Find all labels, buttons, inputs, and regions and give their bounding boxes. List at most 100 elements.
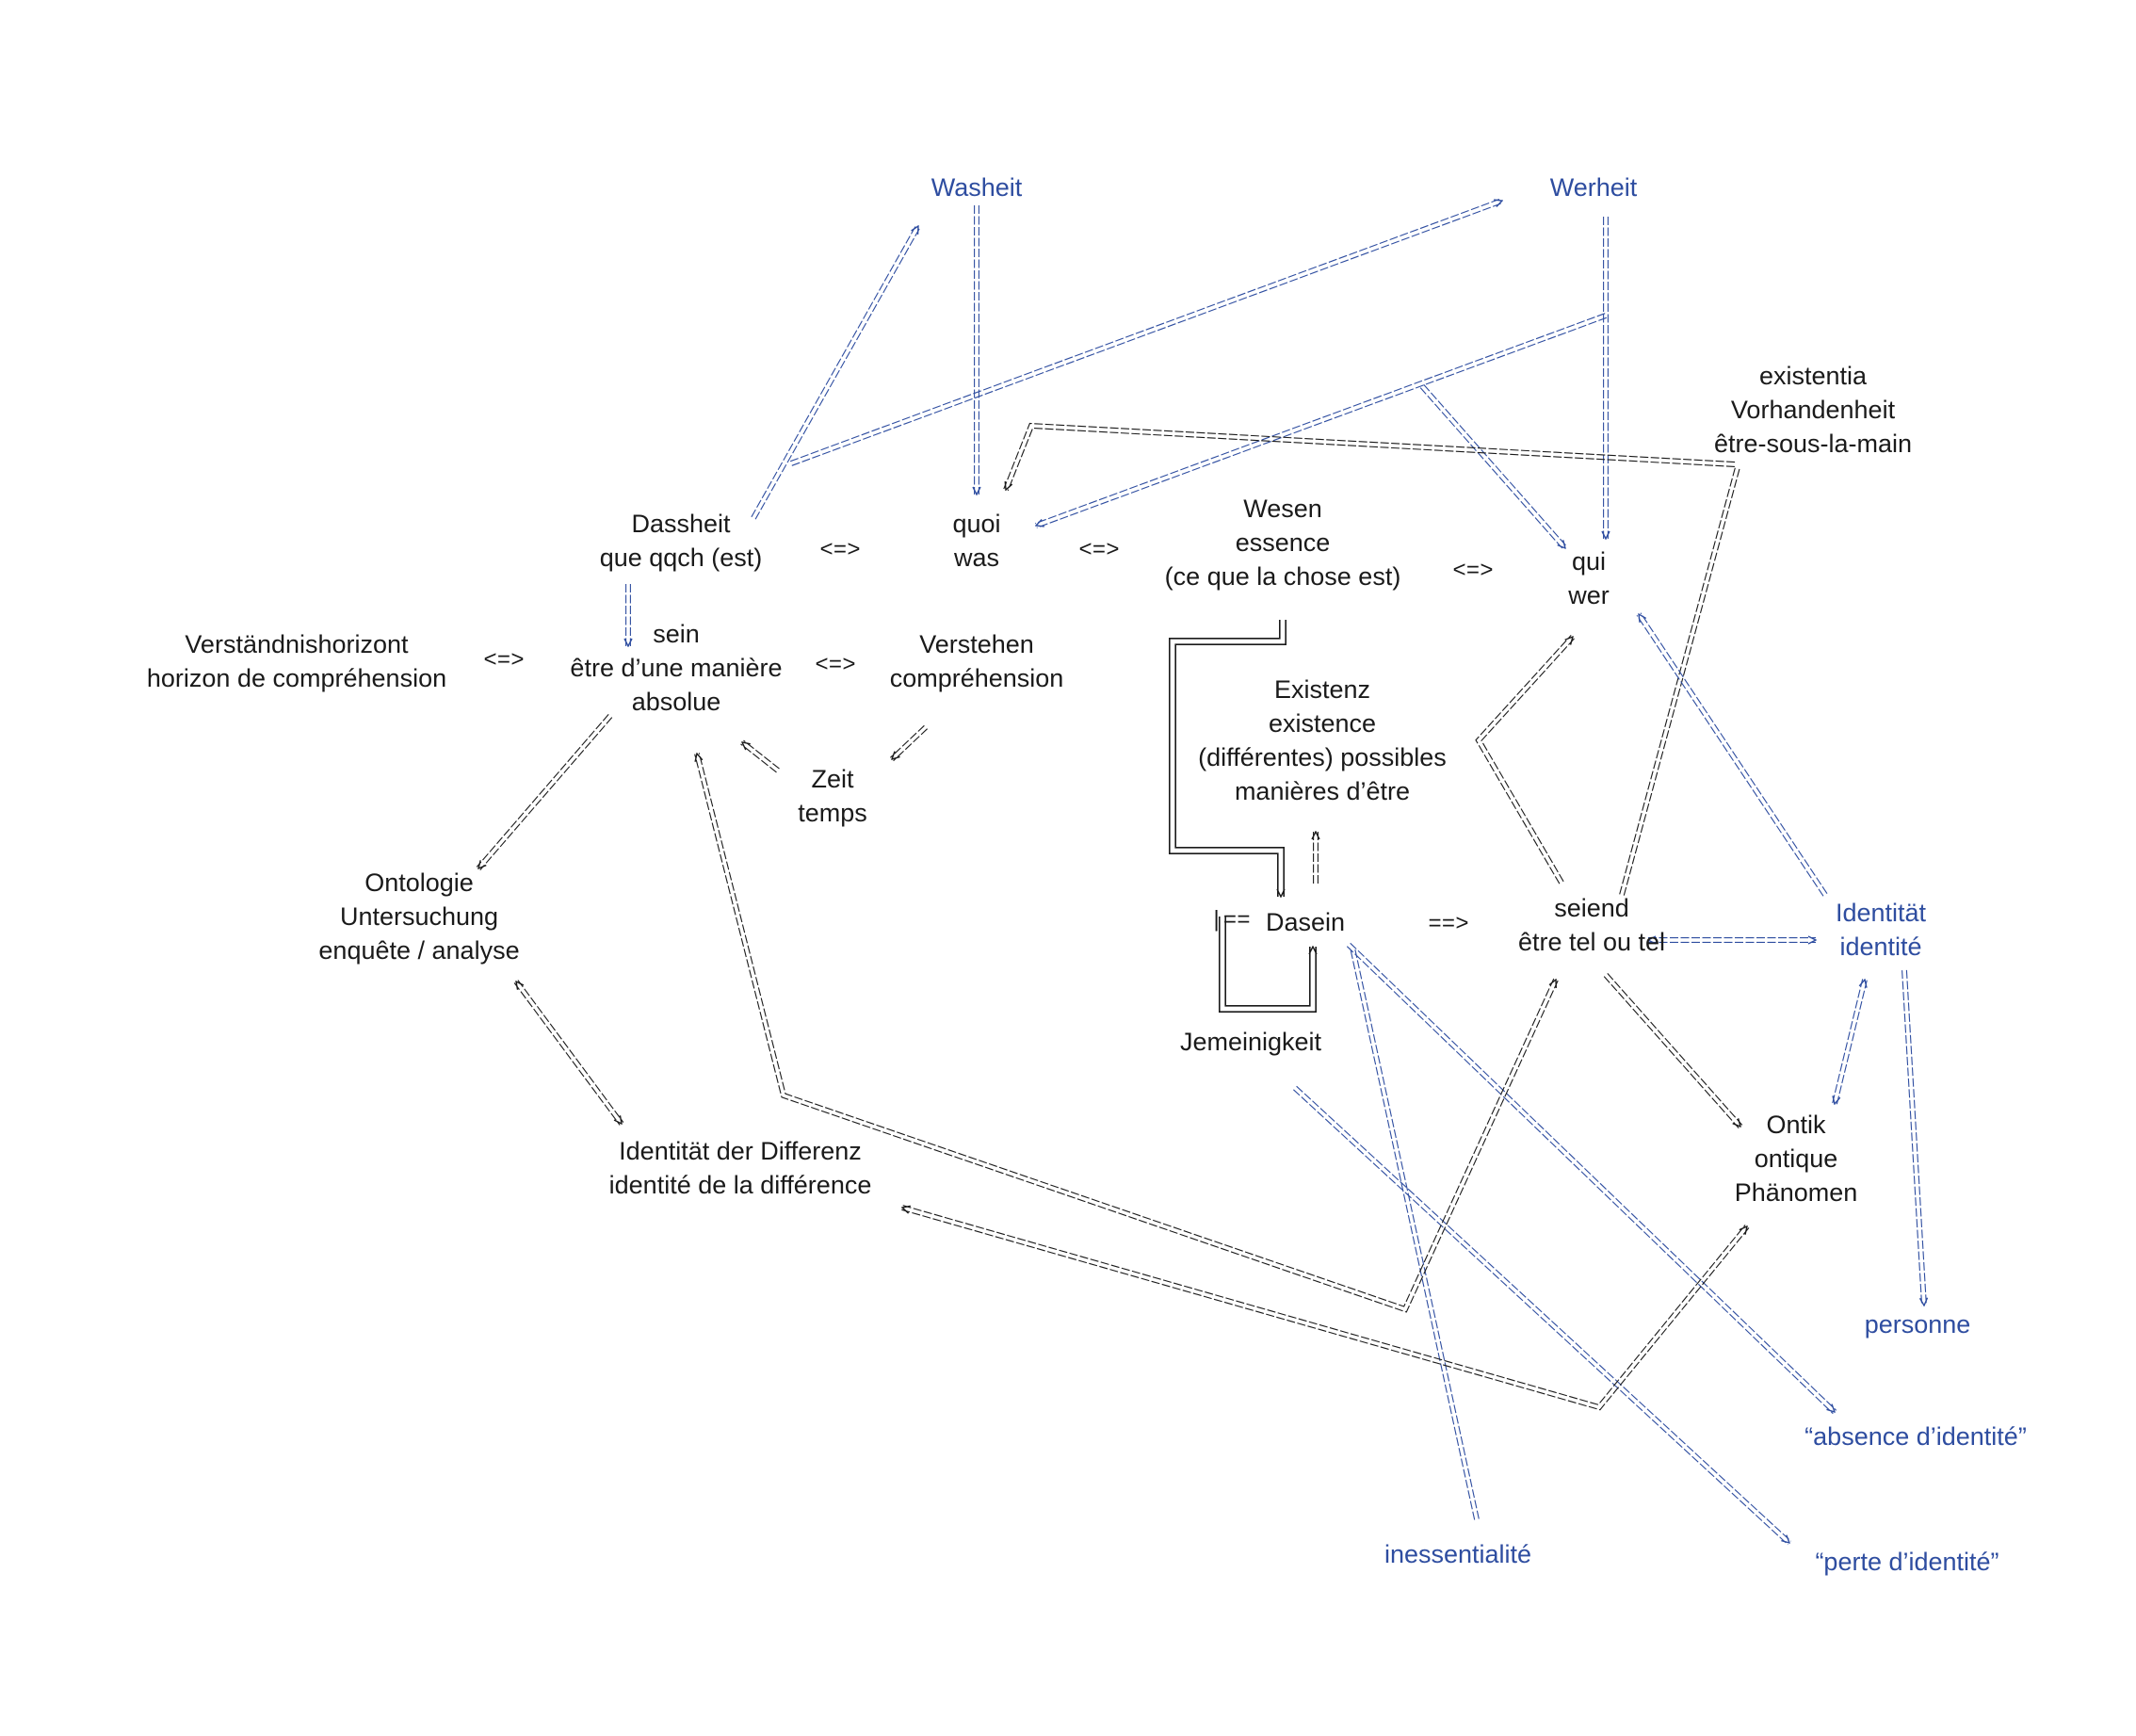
node-qui-line-2: wer — [1568, 581, 1610, 609]
edge-stroke-2 — [1293, 1089, 1788, 1546]
node-wesen-line-3: (ce que la chose est) — [1164, 562, 1401, 591]
symbol-equivalence-wesen-qui: <=> — [1452, 559, 1494, 585]
edge-dasein-to-absence — [1346, 942, 1837, 1415]
node-ontik-line-3: Phänomen — [1734, 1178, 1858, 1207]
node-jemeinigkeit: Jemeinigkeit — [1180, 1025, 1321, 1059]
edge-arrowhead — [742, 742, 778, 771]
node-ontologie-line-3: enquête / analyse — [318, 936, 520, 965]
node-seiend-line-2: être tel ou tel — [1517, 928, 1666, 956]
node-identitaet-line-2: identité — [1839, 933, 1922, 961]
edge-ontologie-to-differenz — [513, 980, 624, 1126]
edge-inessentialite-to-dasein — [1350, 947, 1480, 1520]
edge-identitaet-to-ontik — [1832, 979, 1868, 1105]
node-verstehen: Verstehen compréhension — [890, 627, 1064, 695]
node-ontik-line-1: Ontik — [1766, 1111, 1826, 1139]
edge-seiend-to-ontik — [1603, 973, 1743, 1128]
node-qui-line-1: qui — [1571, 547, 1607, 576]
node-differenz-line-1: Identität der Differenz — [619, 1137, 862, 1165]
edge-stroke-1 — [479, 717, 613, 870]
node-qui: qui wer — [1568, 544, 1610, 612]
node-sein: sein être d’une manière absolue — [570, 617, 782, 719]
node-absence-line-1: “absence d’identité” — [1804, 1422, 2027, 1451]
node-quoi-line-2: was — [953, 544, 1000, 572]
edge-stroke-2 — [743, 739, 780, 770]
edge-arrowhead — [1904, 970, 1924, 1306]
node-sein-line-1: sein — [653, 620, 700, 648]
node-personne: personne — [1865, 1307, 1971, 1341]
edge-stroke-2 — [1353, 947, 1480, 1519]
node-quoi-line-1: quoi — [952, 510, 1001, 538]
edge-werheit-to-qui — [1604, 217, 1609, 539]
node-seiend: seiend être tel ou tel — [1518, 891, 1665, 959]
edge-stroke-1 — [517, 980, 624, 1123]
node-werheit-line-1: Werheit — [1549, 173, 1638, 202]
edge-sein-to-ontologie — [476, 714, 613, 870]
node-wesen-line-1: Wesen — [1243, 495, 1322, 523]
node-existenz: Existenz existence (différentes) possibl… — [1198, 673, 1447, 808]
node-verstaendnis-line-1: Verständnishorizont — [185, 630, 409, 658]
edge-dassheit-to-sein — [626, 584, 631, 646]
edge-stroke-1 — [1905, 969, 1927, 1306]
node-quoi: quoi was — [952, 507, 1000, 575]
node-personne-line-1: personne — [1864, 1310, 1971, 1339]
node-verstehen-line-1: Verstehen — [919, 630, 1034, 658]
symbol-equivalence-sein-verstehen: <=> — [815, 653, 856, 679]
node-dassheit-line-2: que qqch (est) — [599, 544, 763, 572]
edge-stroke-1 — [893, 728, 928, 762]
node-verstaendnis-line-2: horizon de compréhension — [146, 664, 447, 692]
node-seiend-line-1: seiend — [1554, 894, 1629, 922]
node-ontologie-line-1: Ontologie — [364, 868, 474, 897]
node-perte-line-1: “perte d’identité” — [1815, 1548, 1999, 1576]
node-werheit: Werheit — [1550, 170, 1638, 204]
node-ontik: Ontik ontique Phänomen — [1735, 1108, 1858, 1209]
symbol-dasein-stub: |== — [1209, 908, 1251, 934]
node-existentia-line-2: Vorhandenheit — [1730, 396, 1896, 424]
edge-stroke-1 — [740, 743, 777, 773]
node-dassheit-line-1: Dassheit — [631, 510, 731, 538]
edge-stroke-1 — [1836, 980, 1868, 1105]
edge-arrowhead — [1835, 980, 1865, 1104]
node-dasein: Dasein — [1266, 905, 1345, 939]
node-dasein-line-1: Dasein — [1265, 908, 1346, 936]
edge-werheit-to-qui-diag — [1419, 384, 1568, 550]
edge-stroke-2 — [476, 714, 609, 868]
node-existenz-line-3: (différentes) possibles — [1198, 743, 1447, 771]
edge-stroke-2 — [1035, 313, 1606, 525]
edge-stroke-2 — [1901, 970, 1923, 1306]
edge-stroke-2 — [890, 724, 925, 758]
edge-washeit-to-quoi — [975, 205, 979, 495]
edge-stroke-1 — [1350, 948, 1476, 1520]
edge-seiend-to-existentia — [1619, 466, 1740, 896]
node-zeit-line-2: temps — [798, 799, 867, 827]
edge-stroke-2 — [1481, 638, 1576, 883]
edge-arrowhead — [1606, 975, 1740, 1127]
node-ontologie: Ontologie Untersuchung enquête / analyse — [318, 866, 519, 967]
node-verstaendnis: Verständnishorizont horizon de compréhen… — [147, 627, 446, 695]
edge-stroke-1 — [1007, 427, 1735, 492]
edge-arrowhead — [1295, 1088, 1789, 1543]
node-washeit-line-1: Washeit — [930, 173, 1023, 202]
node-sein-line-3: absolue — [631, 688, 721, 716]
node-wesen-line-2: essence — [1235, 528, 1331, 557]
edge-stroke-1 — [1423, 384, 1568, 547]
node-existentia-line-3: être-sous-la-main — [1713, 430, 1913, 458]
symbol-implies-dasein-seiend: ==> — [1428, 912, 1469, 938]
edge-stroke-1 — [1619, 466, 1737, 895]
edge-stroke-2 — [513, 982, 621, 1126]
edge-arrowhead — [1639, 614, 1825, 895]
symbol-equivalence-verstaendnis-sein: <=> — [483, 648, 525, 674]
node-identitaet: Identität identité — [1836, 896, 1926, 964]
edge-stroke-1 — [1350, 942, 1837, 1411]
edge-dassheit-to-washeit — [751, 224, 921, 520]
node-identitaet-line-1: Identität — [1835, 899, 1927, 927]
node-sein-line-2: être d’une manière — [570, 654, 783, 682]
edge-arrowhead — [753, 226, 918, 518]
edges-layer — [476, 198, 1927, 1546]
node-existenz-line-2: existence — [1268, 709, 1377, 738]
node-existenz-line-4: manières d’être — [1234, 777, 1411, 805]
node-existenz-line-1: Existenz — [1273, 675, 1371, 704]
edge-stroke-2 — [901, 1209, 1750, 1411]
edge-stroke-1 — [1636, 614, 1824, 897]
edge-dassheit-to-werheit — [790, 198, 1503, 466]
edge-stroke-2 — [1003, 422, 1736, 490]
